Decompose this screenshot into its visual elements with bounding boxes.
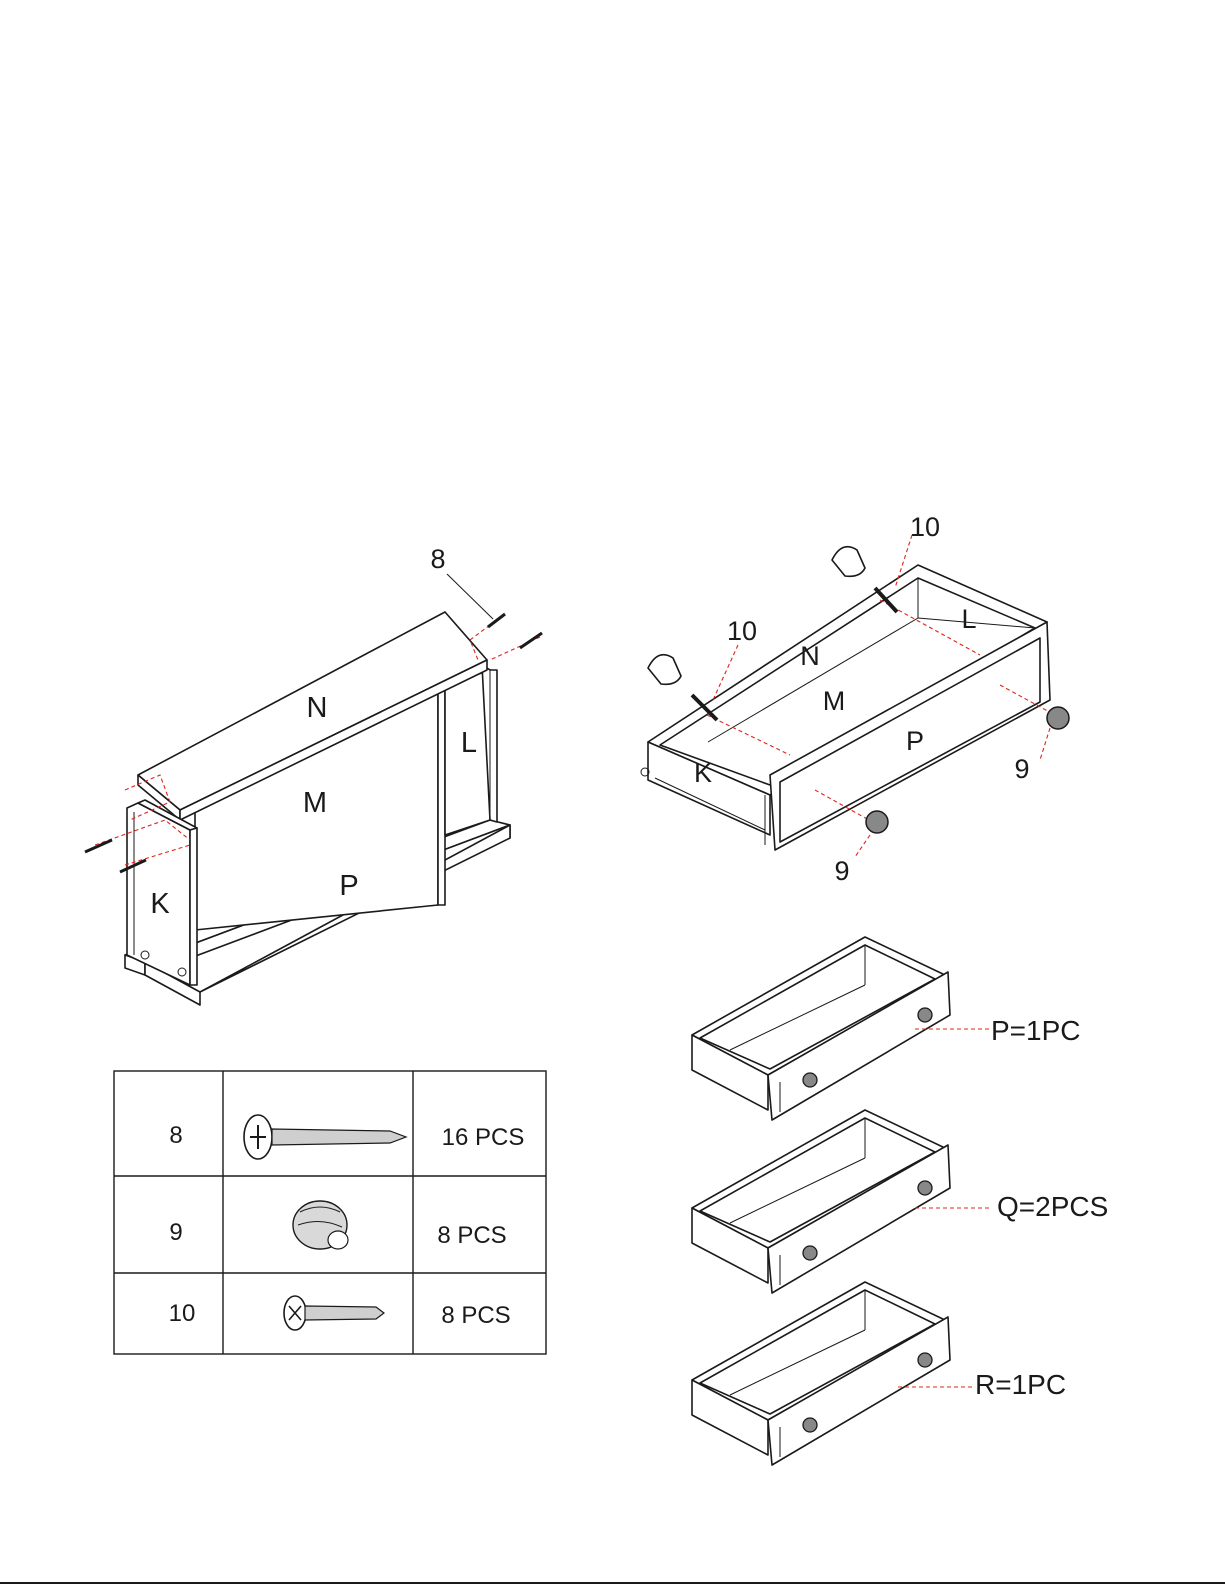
drawer-label-r: R=1PC — [975, 1369, 1066, 1400]
label-k: K — [150, 888, 170, 920]
callout-leader — [447, 574, 493, 619]
label-n: N — [800, 641, 820, 671]
long-screw-icon — [244, 1115, 406, 1159]
drawer-r: R=1PC — [692, 1282, 1066, 1465]
row-quantity: 8 PCS — [437, 1222, 506, 1249]
hardware-table: 8 16 PCS 9 8 PCS 10 — [114, 1071, 546, 1354]
callout-9-right: 9 — [1014, 754, 1029, 784]
short-screw-icon — [284, 1296, 384, 1330]
label-p: P — [339, 870, 358, 902]
row-number: 9 — [169, 1219, 182, 1246]
step2-assembled-drawer: 10 10 9 9 L N M P K — [641, 512, 1069, 886]
drawer-p: P=1PC — [692, 937, 1081, 1120]
row-number: 10 — [169, 1300, 196, 1327]
callout-10-left: 10 — [727, 616, 757, 646]
label-l: L — [461, 727, 477, 759]
knob-icon — [293, 1201, 348, 1249]
knob-icon — [918, 1353, 932, 1367]
table-row: 10 8 PCS — [169, 1296, 511, 1330]
knob-icon — [918, 1181, 932, 1195]
drawer-q: Q=2PCS — [692, 1110, 1108, 1293]
drawer-label-p: P=1PC — [991, 1015, 1081, 1046]
knob-icon — [803, 1073, 817, 1087]
label-m: M — [823, 686, 846, 716]
callout-9-bottom: 9 — [834, 856, 849, 886]
row-number: 8 — [169, 1122, 182, 1149]
knob-icon — [803, 1246, 817, 1260]
label-p: P — [906, 726, 924, 756]
knob-icon — [918, 1008, 932, 1022]
knob-icon — [803, 1418, 817, 1432]
drawer-label-q: Q=2PCS — [997, 1191, 1108, 1222]
label-k: K — [694, 758, 712, 788]
label-l: L — [961, 604, 976, 634]
drawer-list: P=1PC Q=2PCS R=1PC — [692, 937, 1108, 1465]
row-quantity: 8 PCS — [441, 1302, 510, 1329]
row-quantity: 16 PCS — [442, 1124, 525, 1151]
label-n: N — [307, 692, 328, 724]
label-m: M — [303, 787, 327, 819]
callout-10-top: 10 — [910, 512, 940, 542]
callout-8: 8 — [430, 544, 445, 574]
table-row: 9 8 PCS — [169, 1201, 506, 1249]
step1-exploded-drawer: 8 N L M K P — [85, 544, 542, 1005]
